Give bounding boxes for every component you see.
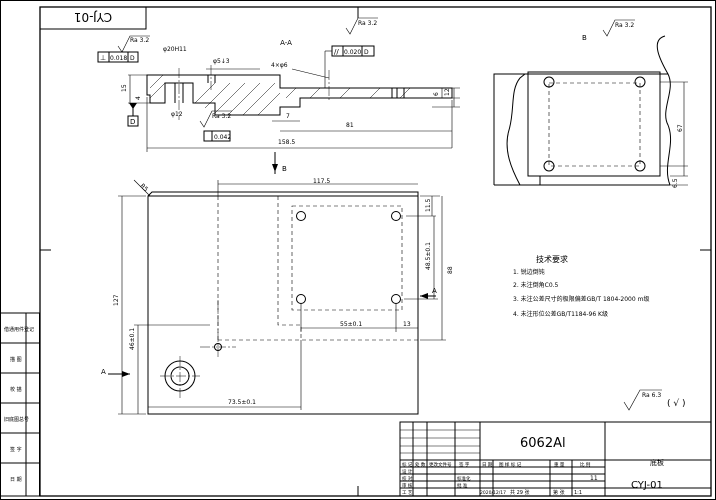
dim-h67: 67 <box>677 124 684 132</box>
svg-text:工 艺: 工 艺 <box>402 490 413 496</box>
svg-text:Ra 3.2: Ra 3.2 <box>212 113 231 120</box>
dim-thread: 4×φ6 <box>271 62 288 69</box>
drawing-frame <box>39 6 712 497</box>
svg-text:日 期: 日 期 <box>482 462 493 468</box>
plan-view: B A A 117.5 R5 12 <box>101 152 454 415</box>
svg-text:借通用件登记: 借通用件登记 <box>4 326 34 333</box>
svg-text:( √ ): ( √ ) <box>667 398 685 409</box>
svg-text:图 样 标 记: 图 样 标 记 <box>499 461 522 468</box>
svg-text:签 字: 签 字 <box>10 446 22 453</box>
note-3: 3. 未注公差尺寸的极限偏差GB/T 1804-2000 m级 <box>513 295 649 303</box>
svg-text:2020/12/17: 2020/12/17 <box>480 490 506 496</box>
dim-r5: R5 <box>139 182 150 193</box>
dim-d735: 73.5±0.1 <box>228 399 256 406</box>
svg-text://: // <box>334 48 339 56</box>
svg-text:⊥: ⊥ <box>100 54 106 62</box>
dim-d13: 13 <box>403 321 411 328</box>
dim-overall: 158.5 <box>278 139 295 146</box>
svg-text:D: D <box>364 49 369 56</box>
dim-h6: 6 <box>433 92 440 96</box>
svg-text:校 描: 校 描 <box>10 386 22 393</box>
svg-text:D: D <box>130 55 135 62</box>
parallelism-frame: // 0.020 D <box>324 45 375 88</box>
datum-d: D <box>127 103 139 127</box>
dim-depth5: φ5↓3 <box>213 58 230 65</box>
dim-height: 127 <box>113 294 120 306</box>
svg-text:B: B <box>282 165 287 173</box>
dim-d46: 46±0.1 <box>129 328 136 350</box>
dim-h12: 12 <box>444 88 451 96</box>
svg-text:D: D <box>130 118 135 126</box>
dim-dia12: φ12 <box>171 111 183 118</box>
drawing-code-mirrored: CYJ-01 <box>74 10 112 24</box>
svg-text:11: 11 <box>590 475 598 482</box>
svg-text:描 图: 描 图 <box>10 356 22 363</box>
dim-d55: 55±0.1 <box>340 321 362 328</box>
svg-text:Ra 3.2: Ra 3.2 <box>615 22 634 29</box>
note-4: 4. 未注形位公差GB/T1184-96 K级 <box>513 310 608 318</box>
svg-text:设 计: 设 计 <box>402 468 413 475</box>
dim-d7: 7 <box>286 113 290 120</box>
svg-text:比 例: 比 例 <box>580 461 591 468</box>
svg-text:0.042: 0.042 <box>214 134 231 141</box>
perpendicularity-frame: ⊥ 0.018 D <box>97 51 139 63</box>
dim-d88: 88 <box>447 266 454 274</box>
technical-notes: 技术要求 1. 锐边倒钝 2. 未注倒角C0.5 3. 未注公差尺寸的极限偏差G… <box>513 254 649 318</box>
note-2: 2. 未注倒角C0.5 <box>513 281 559 289</box>
svg-text:更改文件号: 更改文件号 <box>429 461 452 468</box>
svg-text:校 对: 校 对 <box>402 475 413 482</box>
general-roughness: Ra 6.3 ( √ ) <box>623 389 685 411</box>
dim-d115: 11.5 <box>425 198 432 212</box>
view-b-title: B <box>582 34 587 42</box>
svg-text:0.020: 0.020 <box>344 49 361 56</box>
tolerance-frame-3: 0.042 <box>203 130 231 142</box>
svg-text:处 数: 处 数 <box>415 461 426 468</box>
svg-text:重 量: 重 量 <box>554 461 565 468</box>
dim-d485: 48.5±0.1 <box>425 242 432 270</box>
svg-text:日 期: 日 期 <box>10 477 22 483</box>
svg-text:1:1: 1:1 <box>574 490 582 496</box>
svg-text:标准化: 标准化 <box>457 475 471 482</box>
side-table: 借通用件登记 描 图 校 描 旧底图总号 签 字 日 期 <box>0 312 40 497</box>
dim-dia-hole: φ20H11 <box>163 46 187 53</box>
svg-text:标 记: 标 记 <box>402 461 413 468</box>
roughness-3: Ra 3.2 <box>199 110 232 128</box>
svg-text:A: A <box>101 368 106 376</box>
svg-text:0.018: 0.018 <box>110 55 127 62</box>
svg-text:Ra 3.2: Ra 3.2 <box>130 37 149 44</box>
section-hatching <box>149 74 411 116</box>
dim-h15: 15 <box>121 84 128 92</box>
svg-text:旧底图总号: 旧底图总号 <box>4 416 29 423</box>
dim-h65: 6.5 <box>672 178 679 188</box>
material: 6062Al <box>520 436 566 451</box>
notes-title: 技术要求 <box>536 254 568 264</box>
svg-text:A: A <box>432 287 437 295</box>
drawing-code: CYJ-01 <box>631 480 663 491</box>
roughness-2: Ra 3.2 <box>345 17 378 35</box>
title-block: 6062Al 底板 CYJ-01 标 记 处 数 更改文件号 签 字 日 期 图… <box>399 421 712 497</box>
svg-text:审 核: 审 核 <box>402 482 413 489</box>
svg-text:共 29 张: 共 29 张 <box>510 489 530 496</box>
roughness-1: Ra 3.2 <box>117 35 150 53</box>
svg-text:第 张: 第 张 <box>553 489 565 496</box>
dim-d81: 81 <box>346 122 354 129</box>
note-1: 1. 锐边倒钝 <box>513 268 545 276</box>
svg-text:Ra 6.3: Ra 6.3 <box>642 392 661 399</box>
part-name: 底板 <box>650 458 664 467</box>
view-b: B Ra 3.2 67 6.5 <box>493 19 688 188</box>
section-view: A-A φ20H11 φ5↓3 <box>97 17 460 152</box>
dim-h4: 4 <box>135 96 142 100</box>
dim-width: 117.5 <box>313 178 330 185</box>
svg-text:Ra 3.2: Ra 3.2 <box>358 20 377 27</box>
svg-text:批 准: 批 准 <box>457 482 468 489</box>
section-label: A-A <box>280 39 292 47</box>
roughness-4: Ra 3.2 <box>602 19 635 37</box>
svg-text:签 字: 签 字 <box>459 461 470 468</box>
